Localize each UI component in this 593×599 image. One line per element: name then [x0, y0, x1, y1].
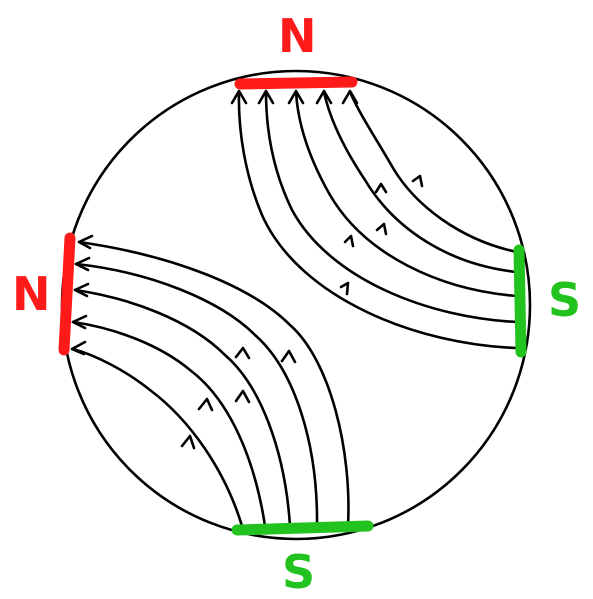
field-lines-upper-right: [230, 89, 519, 350]
arrow-mark: [230, 89, 248, 105]
magnet-ring: [60, 69, 532, 541]
right-pole-label: S: [548, 273, 581, 327]
field-line: [348, 90, 519, 254]
arrow-mark: [287, 89, 305, 105]
arrow-mark: [343, 234, 355, 248]
field-line: [71, 320, 267, 528]
arrow-mark: [341, 89, 359, 105]
top-pole-bar: [234, 76, 358, 90]
arrow-mark: [77, 234, 94, 250]
arrow-mark: [74, 256, 91, 272]
top-pole-label: N: [278, 9, 317, 63]
arrow-mark: [315, 89, 333, 105]
arrow-mark: [339, 281, 350, 296]
arrow-mark: [411, 174, 424, 188]
left-pole-label: N: [12, 267, 51, 321]
arrow-mark: [374, 182, 388, 194]
arrow-mark: [234, 389, 251, 404]
field-line: [237, 90, 519, 350]
field-line: [71, 347, 244, 528]
bottom-pole-label: S: [282, 545, 315, 599]
left-pole-bar: [58, 232, 76, 356]
field-line: [294, 90, 519, 298]
field-line: [77, 240, 350, 528]
arrow-mark: [197, 397, 214, 412]
right-pole-bar: [513, 244, 527, 358]
field-line: [73, 288, 292, 528]
arrow-mark: [73, 282, 90, 298]
arrow-mark: [234, 346, 251, 360]
arrow-mark: [70, 340, 87, 356]
arrow-mark: [180, 434, 196, 450]
arrow-mark: [71, 314, 88, 330]
field-line: [264, 90, 519, 324]
arrow-mark: [280, 349, 297, 364]
arrow-mark: [257, 89, 275, 105]
field-lines-lower-left: [70, 234, 350, 528]
field-line: [74, 262, 319, 528]
bottom-pole-bar: [231, 520, 374, 536]
field-line: [322, 90, 519, 274]
arrow-mark: [375, 222, 388, 236]
